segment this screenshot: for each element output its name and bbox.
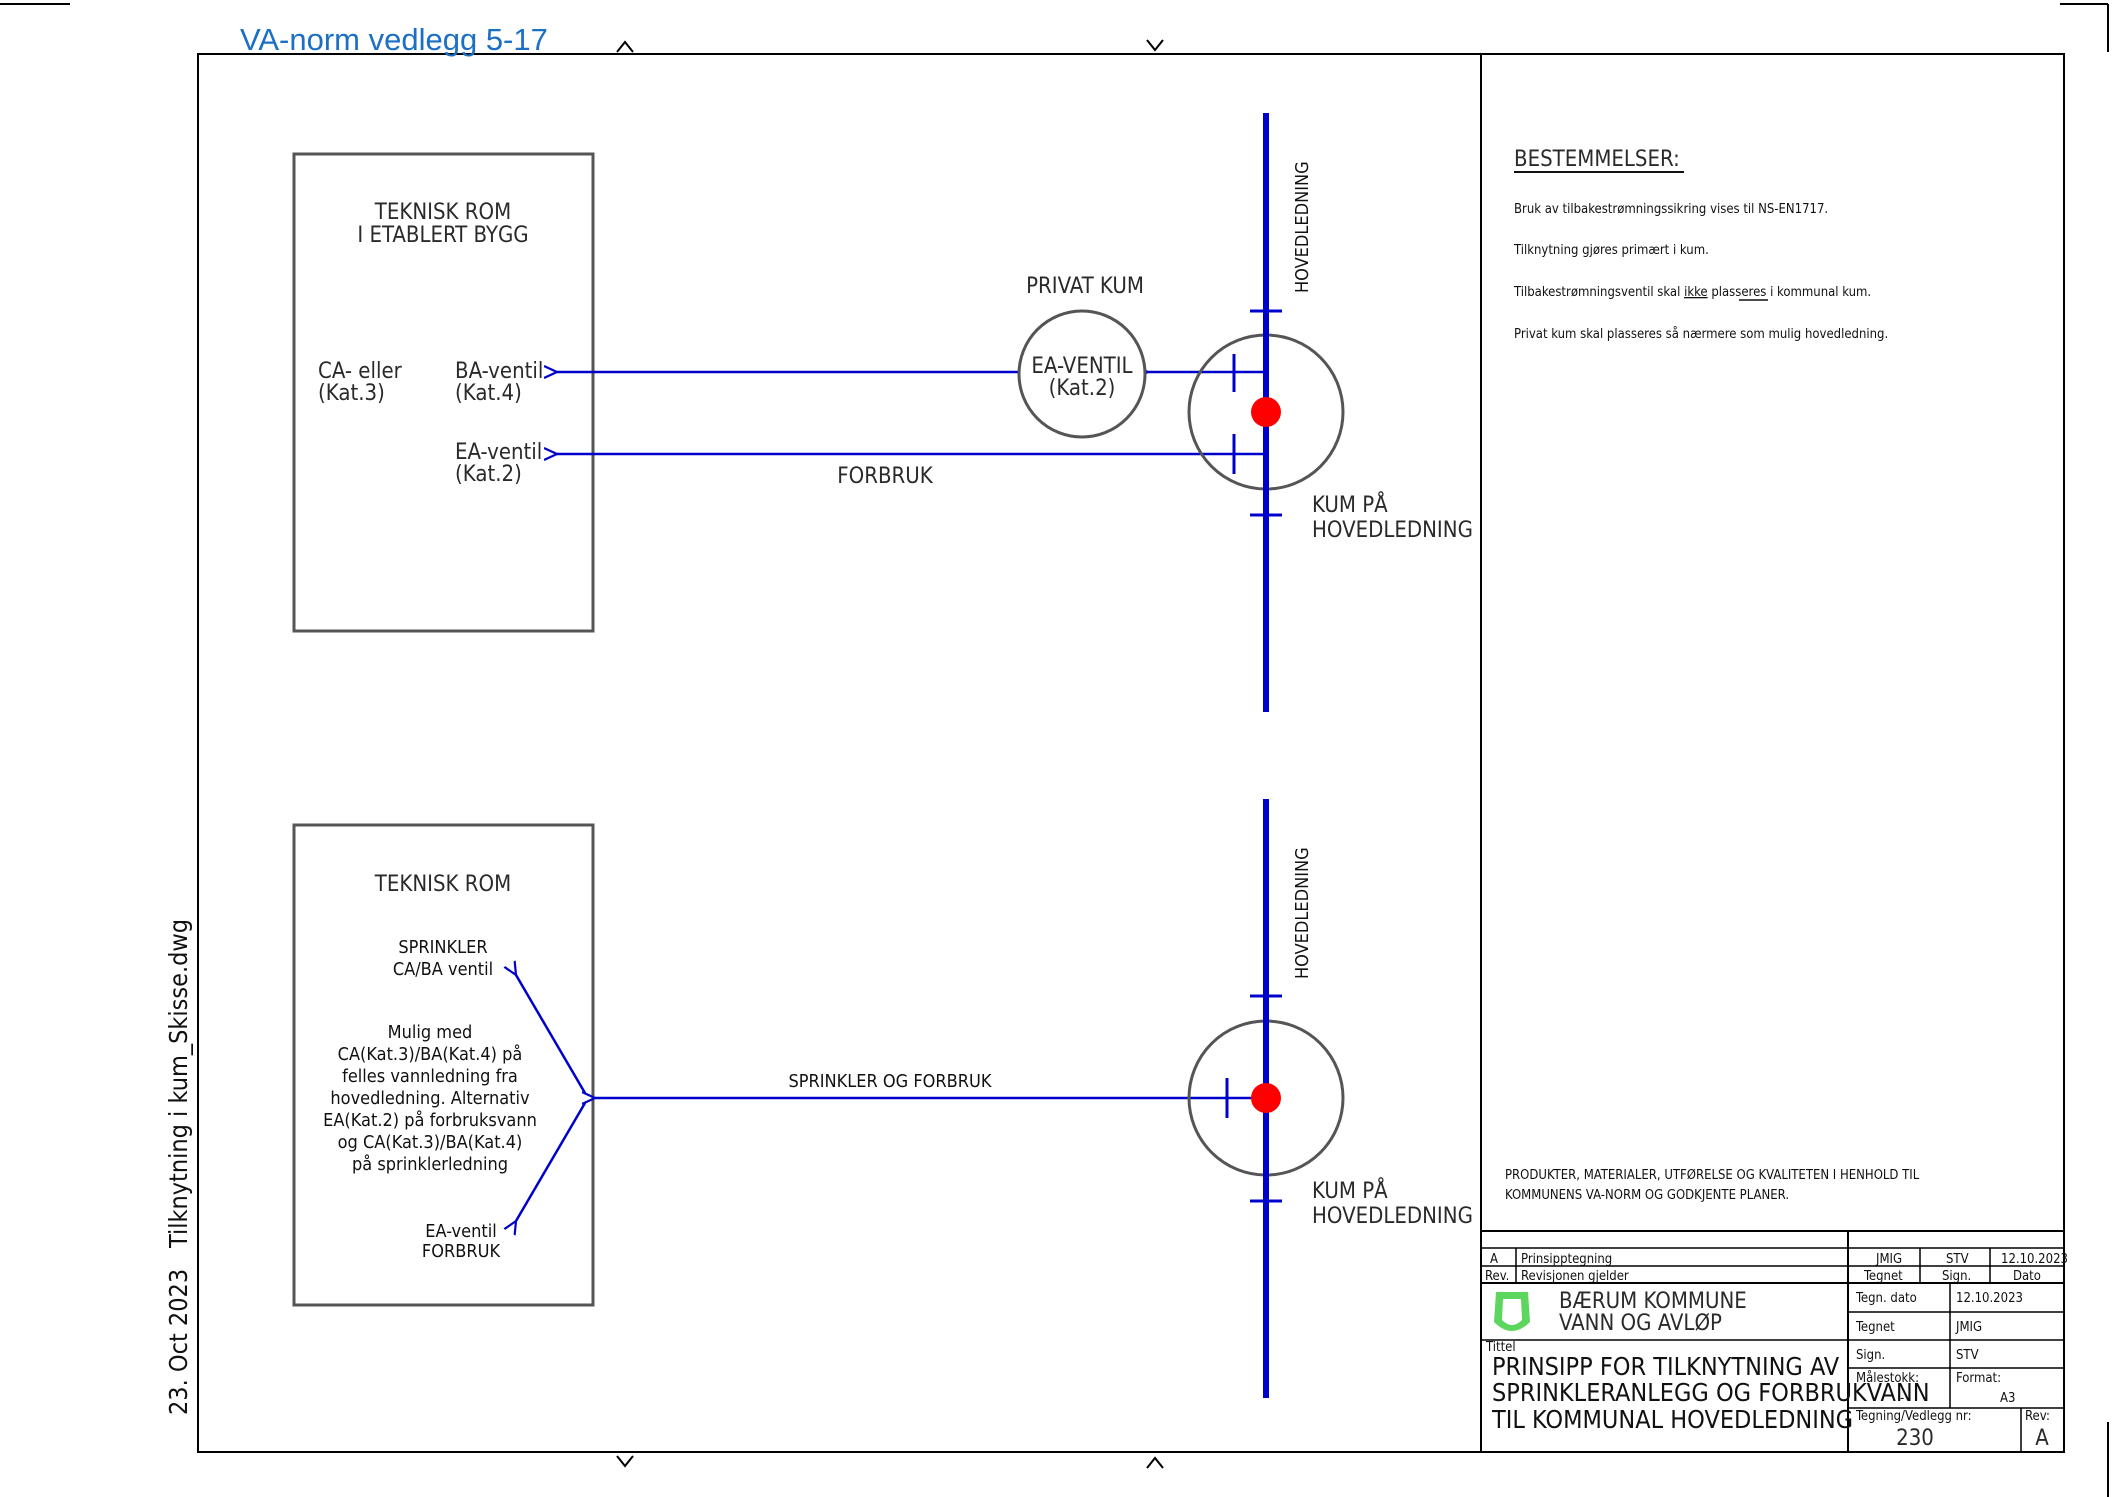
- rev-letter: A: [1490, 1252, 1498, 1267]
- connection-point: [1251, 1083, 1281, 1113]
- rev-value: A: [2035, 1426, 2049, 1451]
- hdr-rev: Rev.: [1485, 1269, 1509, 1284]
- rev-label: Rev:: [2025, 1409, 2050, 1424]
- room-title-line1: TEKNISK ROM: [374, 200, 511, 225]
- ea-label-line1: EA-ventil: [425, 1221, 496, 1242]
- ea-label-line2: FORBRUK: [422, 1241, 501, 1262]
- kum-label-line1: KUM PÅ: [1312, 491, 1388, 518]
- main-line-label: HOVEDLEDNING: [1292, 161, 1313, 293]
- municipality-logo: [1494, 1292, 1530, 1331]
- ea-label-line1: EA-ventil: [455, 440, 542, 465]
- note-line2: CA(Kat.3)/BA(Kat.4) på: [338, 1044, 523, 1065]
- private-kum: [1017, 309, 1147, 439]
- rev-sign: STV: [1946, 1252, 1969, 1267]
- sprinkler-label-line2: CA/BA ventil: [393, 959, 493, 980]
- rev-drawn: JMIG: [1875, 1252, 1902, 1267]
- page-header-title: VA-norm vedlegg 5-17: [240, 22, 548, 57]
- provision-line3: Tilbakestrømningsventil skal ikke plasse…: [1513, 285, 1871, 300]
- note-line7: på sprinklerledning: [352, 1154, 508, 1175]
- crop-marks: [0, 3, 2109, 1497]
- hdr-date: Dato: [2013, 1269, 2041, 1284]
- private-kum-valve-line2: (Kat.2): [1049, 376, 1116, 401]
- format-value: A3: [2000, 1391, 2015, 1406]
- branch-to-ea-valve: [516, 1102, 587, 1221]
- file-name: Tilknytning i kum_Skisse.dwg: [164, 919, 193, 1249]
- kum-label-line2: HOVEDLEDNING: [1312, 518, 1473, 543]
- drawing-no-value: 230: [1896, 1426, 1934, 1451]
- drawing-title-line3: TIL KOMMUNAL HOVEDLEDNING: [1491, 1405, 1853, 1434]
- tittel-label: Tittel: [1485, 1340, 1516, 1355]
- ba-label-line1: BA-ventil: [455, 359, 543, 384]
- tegnet-label: Tegnet: [1855, 1320, 1895, 1335]
- room-title-line2: I ETABLERT BYGG: [357, 223, 528, 248]
- hdr-drawn: Tegnet: [1863, 1269, 1903, 1284]
- rev-description: Prinsipptegning: [1521, 1252, 1612, 1267]
- main-line-label: HOVEDLEDNING: [1292, 847, 1313, 979]
- connection-point: [1251, 397, 1281, 427]
- sign-label: Sign.: [1856, 1348, 1885, 1363]
- drawing-title-line2: SPRINKLERANLEGG OG FORBRUKVANN: [1492, 1378, 1930, 1407]
- products-line2: KOMMUNENS VA-NORM OG GODKJENTE PLANER.: [1505, 1188, 1789, 1203]
- date-stamp: 23. Oct 2023: [164, 1269, 193, 1415]
- tegn-dato-value: 12.10.2023: [1956, 1291, 2023, 1306]
- technical-room-box: [292, 823, 595, 1307]
- kum-label-line1: KUM PÅ: [1312, 1177, 1388, 1204]
- org-line1: BÆRUM KOMMUNE: [1559, 1289, 1747, 1314]
- title-block: [1480, 1230, 2065, 1453]
- sprinkler-label-line1: SPRINKLER: [398, 937, 487, 958]
- scale-label: Målestokk:: [1856, 1371, 1919, 1386]
- ba-label-line2: (Kat.4): [455, 381, 522, 406]
- note-line5: EA(Kat.2) på forbruksvann: [323, 1110, 537, 1131]
- bottom-diagram: TEKNISK ROM SPRINKLER CA/BA ventil Mulig…: [292, 799, 1473, 1398]
- note-line6: og CA(Kat.3)/BA(Kat.4): [338, 1132, 523, 1153]
- top-diagram: TEKNISK ROM I ETABLERT BYGG CA- eller (K…: [292, 113, 1473, 712]
- note-line3: felles vannledning fra: [342, 1066, 518, 1087]
- ca-label-line1: CA- eller: [318, 359, 403, 384]
- provisions-heading: BESTEMMELSER:: [1514, 147, 1680, 172]
- hdr-desc: Revisjonen gjelder: [1521, 1269, 1629, 1284]
- drawing-no-label: Tegning/Vedlegg nr:: [1855, 1409, 1972, 1424]
- provision-line2: Tilknytning gjøres primært i kum.: [1513, 243, 1709, 258]
- provisions: BESTEMMELSER: Bruk av tilbakestrømningss…: [1505, 147, 1920, 1203]
- title-block-text: A Prinsipptegning JMIG STV 12.10.2023 Re…: [1485, 1252, 2068, 1451]
- branch-to-sprinkler: [516, 975, 587, 1094]
- format-label: Format:: [1956, 1371, 2001, 1386]
- tegn-dato-label: Tegn. dato: [1855, 1291, 1917, 1306]
- kum-label-line2: HOVEDLEDNING: [1312, 1204, 1473, 1229]
- drawing-frame: [197, 53, 2065, 1453]
- sign-value: STV: [1956, 1348, 1979, 1363]
- drawing-title-line1: PRINSIPP FOR TILKNYTNING AV: [1492, 1352, 1840, 1381]
- tegnet-value: JMIG: [1955, 1320, 1982, 1335]
- provision-line1: Bruk av tilbakestrømningssikring vises t…: [1514, 202, 1828, 217]
- pipe-label: SPRINKLER OG FORBRUK: [788, 1071, 991, 1092]
- note-line4: hovedledning. Alternativ: [330, 1088, 530, 1109]
- center-marks: [616, 39, 1164, 1469]
- scale-value: -: [1900, 1391, 1904, 1406]
- hdr-sign: Sign.: [1942, 1269, 1971, 1284]
- note-line1: Mulig med: [388, 1022, 473, 1043]
- private-kum-label: PRIVAT KUM: [1026, 274, 1144, 299]
- room-title: TEKNISK ROM: [374, 872, 511, 897]
- ea-label-line2: (Kat.2): [455, 462, 522, 487]
- ca-label-line2: (Kat.3): [318, 381, 385, 406]
- underlined-word: ikke: [1684, 285, 1708, 300]
- rev-date: 12.10.2023: [2001, 1252, 2068, 1267]
- private-kum-valve-line1: EA-VENTIL: [1031, 354, 1132, 379]
- org-line2: VANN OG AVLØP: [1559, 1311, 1722, 1336]
- provision-line4: Privat kum skal plasseres så nærmere som…: [1514, 327, 1888, 342]
- products-line1: PRODUKTER, MATERIALER, UTFØRELSE OG KVAL…: [1505, 1168, 1920, 1183]
- forbruk-label: FORBRUK: [837, 464, 934, 489]
- technical-room-box: [292, 152, 595, 633]
